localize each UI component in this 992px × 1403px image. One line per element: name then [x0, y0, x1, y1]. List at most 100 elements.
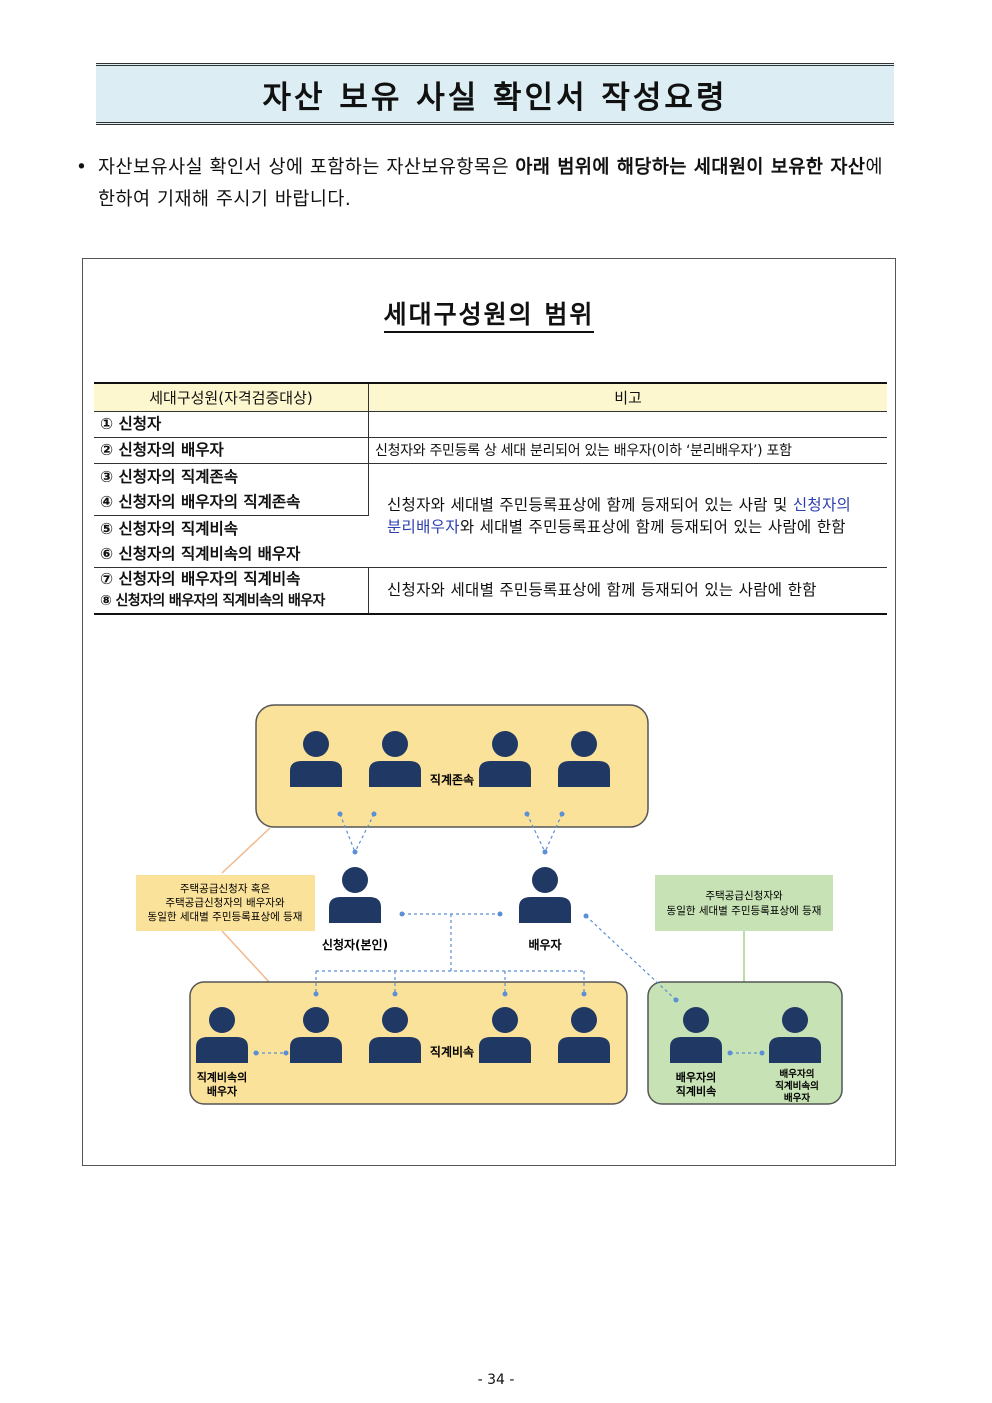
- remark-cell: 신청자와 주민등록 상 세대 분리되어 있는 배우자(이하 ‘분리배우자’) 포…: [368, 437, 887, 464]
- member-cell: ⑤ 신청자의 직계비속 ⑥ 신청자의 직계비속의 배우자: [94, 515, 369, 568]
- dotted-connector: [354, 813, 375, 853]
- connector-dot: [313, 991, 319, 997]
- note-yellow-line: 동일한 세대별 주민등록표상에 등재: [148, 910, 303, 923]
- remark-cell: [368, 411, 887, 438]
- header-members: 세대구성원(자격검증대상): [94, 382, 369, 412]
- person-body-icon: [479, 761, 531, 787]
- person-body-icon: [558, 761, 610, 787]
- person-body-icon: [769, 1037, 821, 1063]
- remark-text: 와 세대별 주민등록표상에 함께 등재되어 있는 사람에 한함: [459, 517, 846, 536]
- section-title-wrap: 세대구성원의 범위: [83, 295, 895, 333]
- header-remarks: 비고: [368, 382, 887, 412]
- connector-dot: [371, 811, 377, 817]
- person-body-icon: [329, 897, 381, 923]
- person-head-icon: [342, 867, 368, 893]
- spouse-desc-spouse-label: 직계비속의: [775, 1080, 819, 1092]
- merged-remark-cell: 신청자와 세대별 주민등록표상에 함께 등재되어 있는 사람 및 신청자의 분리…: [368, 463, 887, 568]
- note-green-box: [655, 875, 833, 931]
- person-body-icon: [290, 1037, 342, 1063]
- member-cell: ⑦ 신청자의 배우자의 직계비속 ⑧ 신청자의 배우자의 직계비속의 배우자: [94, 567, 369, 615]
- connector-dot: [559, 811, 565, 817]
- note-yellow-line: 주택공급신청자 혹은: [180, 882, 271, 895]
- intro-bold: 아래 범위에 해당하는 세대원이 보유한 자산: [515, 157, 866, 178]
- note-green-line: 동일한 세대별 주민등록표상에 등재: [667, 904, 822, 917]
- scope-frame: 세대구성원의 범위 세대구성원(자격검증대상) 비고 ① 신청자 ② 신청자의 …: [82, 258, 896, 1166]
- person-head-icon: [683, 1007, 709, 1033]
- person-head-icon: [532, 867, 558, 893]
- connector-dot: [581, 991, 587, 997]
- connector-line: [221, 930, 271, 984]
- desc-spouse-label: 배우자: [207, 1084, 238, 1098]
- member-line: ⑧ 신청자의 배우자의 직계비속의 배우자: [100, 593, 325, 610]
- spouse-label: 배우자: [528, 937, 561, 952]
- connector-line: [221, 827, 271, 874]
- table-row: ③ 신청자의 직계존속 ④ 신청자의 배우자의 직계존속 신청자와 세대별 주민등…: [94, 463, 887, 568]
- spouse-desc-spouse-label: 배우자: [784, 1092, 810, 1104]
- person-body-icon: [369, 761, 421, 787]
- person-body-icon: [479, 1037, 531, 1063]
- applicant-label: 신청자(본인): [322, 937, 388, 952]
- remark-cell: 신청자와 세대별 주민등록표상에 함께 등재되어 있는 사람에 한함: [368, 567, 887, 615]
- remark-text: 신청자와 세대별 주민등록표상에 함께 등재되어 있는 사람 및: [387, 495, 793, 514]
- page-title: 자산 보유 사실 확인서 작성요령: [262, 79, 728, 116]
- person-body-icon: [519, 897, 571, 923]
- spouse-desc-label: 배우자의: [676, 1070, 716, 1084]
- person-head-icon: [492, 1007, 518, 1033]
- connector-dot: [497, 911, 503, 917]
- person-body-icon: [369, 1037, 421, 1063]
- section-title: 세대구성원의 범위: [383, 300, 595, 333]
- member-cell: ③ 신청자의 직계존속 ④ 신청자의 배우자의 직계존속: [94, 463, 369, 516]
- note-yellow-line: 주택공급신청자의 배우자와: [165, 897, 285, 909]
- connector-dot: [399, 911, 405, 917]
- person-head-icon: [571, 731, 597, 757]
- dotted-connector: [526, 813, 546, 853]
- member-line: ③ 신청자의 직계존속: [100, 467, 238, 486]
- member-cell: ① 신청자: [94, 411, 369, 438]
- dotted-connector: [585, 915, 677, 1001]
- desc-spouse-label: 직계비속의: [197, 1070, 248, 1084]
- person-head-icon: [303, 1007, 329, 1033]
- bullet-icon: •: [76, 157, 88, 178]
- person-body-icon: [290, 761, 342, 787]
- connector-dot: [583, 913, 589, 919]
- person-head-icon: [382, 1007, 408, 1033]
- note-yellow-box: [136, 875, 315, 931]
- intro-paragraph: • 자산보유사실 확인서 상에 포함하는 자산보유항목은 아래 범위에 해당하는…: [76, 152, 896, 216]
- member-line: ⑤ 신청자의 직계비속: [100, 519, 238, 538]
- person-head-icon: [209, 1007, 235, 1033]
- table-header-row: 세대구성원(자격검증대상) 비고: [94, 382, 887, 412]
- ascendants-box: [255, 704, 649, 828]
- member-line: ⑥ 신청자의 직계비속의 배우자: [100, 544, 301, 563]
- table-row: ⑦ 신청자의 배우자의 직계비속 ⑧ 신청자의 배우자의 직계비속의 배우자 신청…: [94, 567, 887, 615]
- member-line: ⑦ 신청자의 배우자의 직계비속: [100, 570, 301, 589]
- title-box: 자산 보유 사실 확인서 작성요령: [96, 63, 894, 125]
- spouse-desc-spouse-label: 배우자의: [780, 1068, 815, 1080]
- connector-dot: [524, 811, 530, 817]
- connector-dot: [727, 1050, 733, 1056]
- connector-dot: [337, 811, 343, 817]
- connector-dot: [502, 991, 508, 997]
- connector-dot: [283, 1050, 289, 1056]
- scope-table: 세대구성원(자격검증대상) 비고 ① 신청자 ② 신청자의 배우자 신청자와 주…: [94, 382, 887, 615]
- person-body-icon: [670, 1037, 722, 1063]
- intro-text-1: 자산보유사실 확인서 상에 포함하는 자산보유항목은: [98, 157, 516, 178]
- dotted-connector: [544, 813, 563, 853]
- member-line: ④ 신청자의 배우자의 직계존속: [100, 492, 301, 511]
- person-head-icon: [782, 1007, 808, 1033]
- person-head-icon: [303, 731, 329, 757]
- table-row: ② 신청자의 배우자 신청자와 주민등록 상 세대 분리되어 있는 배우자(이하…: [94, 437, 887, 464]
- dotted-connector: [339, 813, 356, 853]
- remark-blue-text: 신청자의 분리배우자: [387, 495, 852, 536]
- person-body-icon: [196, 1037, 248, 1063]
- spouse-desc-label: 직계비속: [676, 1084, 716, 1098]
- member-cell: ② 신청자의 배우자: [94, 437, 369, 464]
- person-head-icon: [382, 731, 408, 757]
- table-row: ① 신청자: [94, 411, 887, 438]
- connector-dot: [542, 849, 548, 855]
- note-green-line: 주택공급신청자와: [705, 890, 783, 902]
- table-row: ⑤ 신청자의 직계비속 ⑥ 신청자의 직계비속의 배우자: [94, 515, 887, 568]
- connector-dot: [759, 1050, 765, 1056]
- page-number: - 34 -: [477, 1372, 515, 1388]
- person-body-icon: [558, 1037, 610, 1063]
